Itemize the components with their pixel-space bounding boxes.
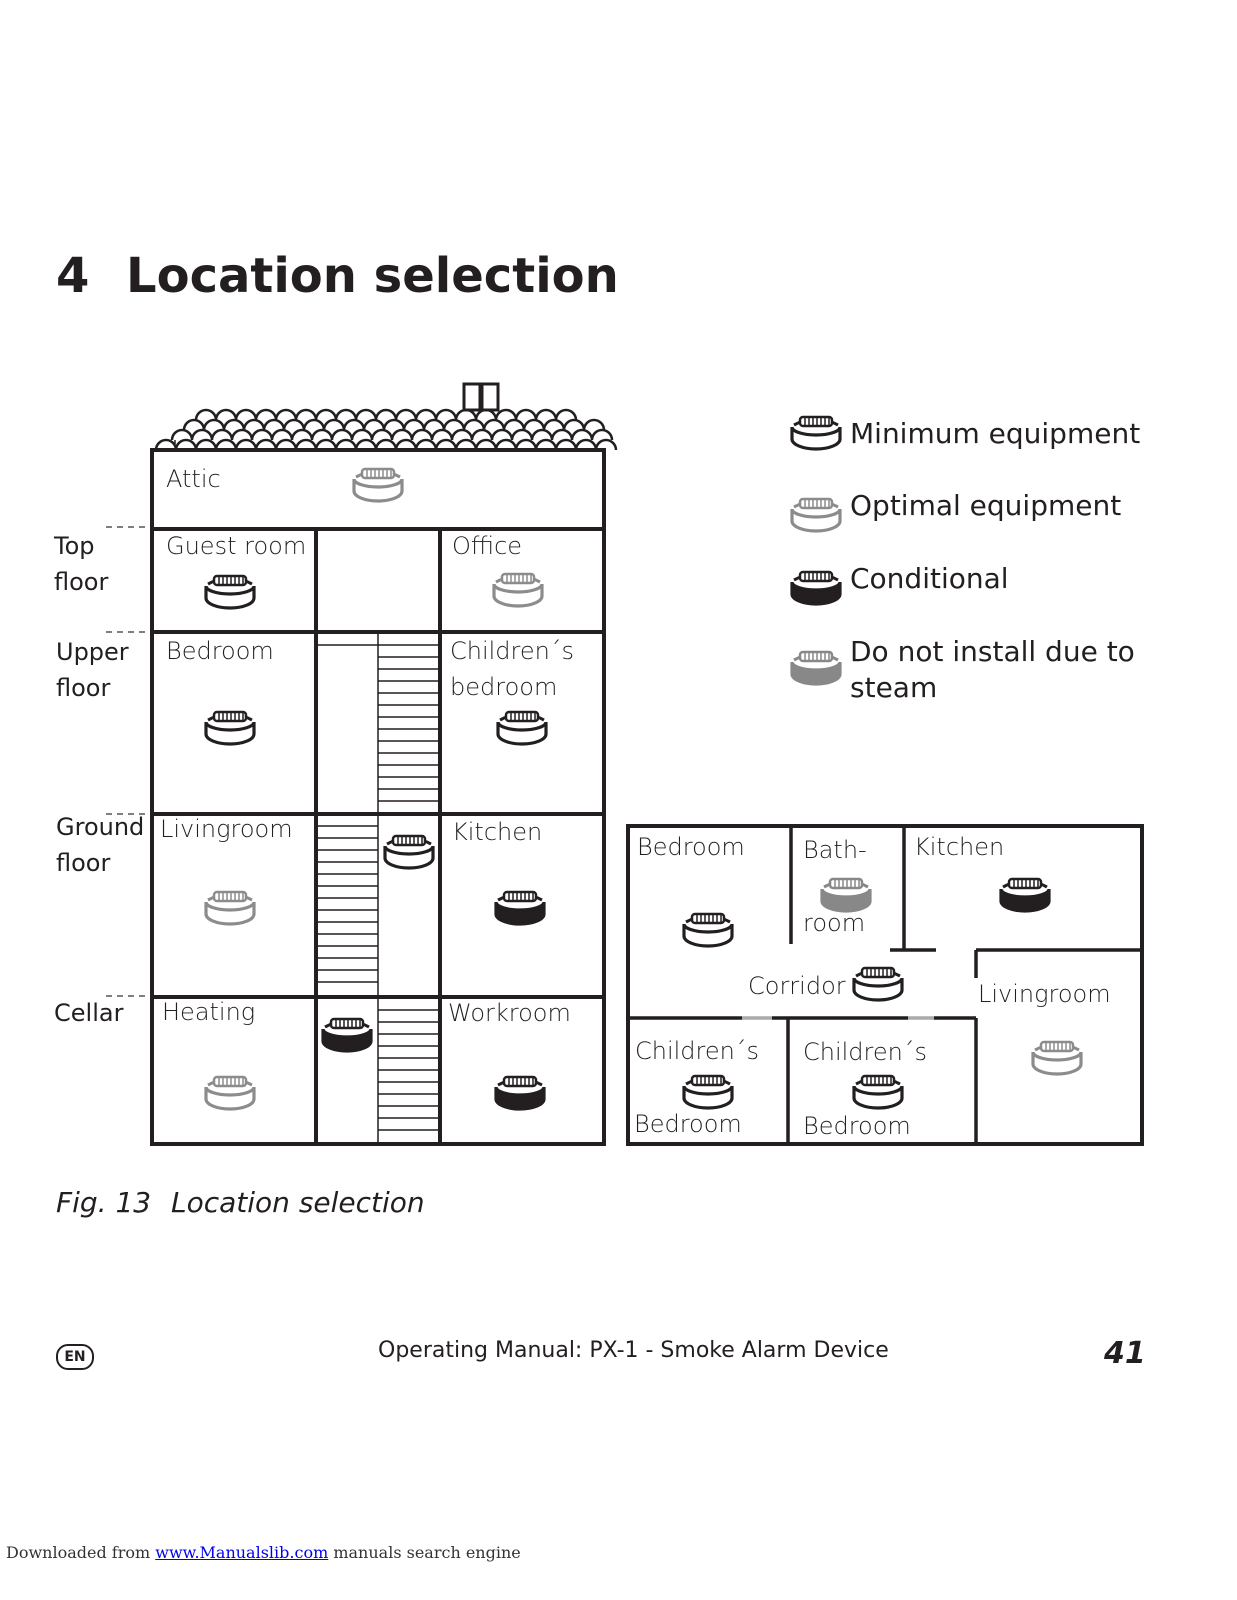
smoke-detector-icon bbox=[383, 834, 435, 870]
legend-optimal-icon bbox=[790, 497, 842, 533]
heading-number: 4 bbox=[56, 248, 90, 304]
legend-minimum-label: Minimum equipment bbox=[850, 417, 1141, 450]
room-livingroom: Livingroom bbox=[160, 815, 293, 843]
smoke-detector-icon bbox=[852, 1074, 904, 1110]
label-ground-floor: Ground floor bbox=[56, 813, 145, 877]
smoke-detector-icon bbox=[682, 912, 734, 948]
smoke-detector-icon bbox=[1031, 1040, 1083, 1076]
legend-steam-icon bbox=[790, 650, 842, 686]
room-guest-room: Guest room bbox=[166, 532, 307, 560]
download-prefix: Downloaded from bbox=[6, 1543, 156, 1562]
language-badge: EN bbox=[56, 1344, 94, 1370]
smoke-detector-icon bbox=[492, 572, 544, 608]
smoke-detector-icon bbox=[682, 1074, 734, 1110]
roof bbox=[154, 408, 618, 451]
fp-corridor: Corridor bbox=[748, 972, 846, 1000]
smoke-detector-icon bbox=[321, 1017, 373, 1053]
floorplan-walls bbox=[626, 824, 1144, 1146]
heading-title: Location selection bbox=[126, 248, 619, 304]
legend-steam-label: Do not install due to steam bbox=[850, 635, 1135, 704]
fp-childrens-b-line2: Bedroom bbox=[803, 1112, 911, 1140]
footer-title: Operating Manual: PX-1 - Smoke Alarm Dev… bbox=[378, 1338, 889, 1363]
label-cellar: Cellar bbox=[54, 999, 124, 1027]
label-top-floor: Top floor bbox=[54, 532, 109, 596]
fp-bedroom: Bedroom bbox=[637, 833, 745, 861]
smoke-detector-icon bbox=[204, 1075, 256, 1111]
room-childrens-bedroom-line2: bedroom bbox=[450, 673, 558, 701]
fp-bathroom-line1: Bath- bbox=[803, 836, 867, 864]
room-workroom: Workroom bbox=[448, 999, 571, 1027]
figure-caption-text: Location selection bbox=[171, 1186, 425, 1219]
smoke-detector-icon bbox=[494, 890, 546, 926]
page-number: 41 bbox=[1104, 1336, 1146, 1371]
fp-bathroom-line2: room bbox=[803, 909, 866, 937]
smoke-detector-icon bbox=[204, 890, 256, 926]
legend-conditional-icon bbox=[790, 570, 842, 606]
room-office: Office bbox=[452, 532, 523, 560]
page-heading: 4 Location selection bbox=[56, 248, 619, 304]
fp-livingroom: Livingroom bbox=[978, 980, 1111, 1008]
fp-kitchen: Kitchen bbox=[914, 833, 1005, 861]
floor-markers bbox=[106, 526, 146, 997]
roof-row-4 bbox=[154, 438, 618, 451]
roof-row-1 bbox=[194, 408, 578, 421]
roof-row-2 bbox=[182, 418, 606, 431]
smoke-detector-icon bbox=[852, 966, 904, 1002]
legend-minimum-icon bbox=[790, 415, 842, 451]
room-childrens-bedroom-line1: Children´s bbox=[450, 637, 574, 665]
manualslib-link[interactable]: www.Manualslib.com bbox=[155, 1543, 329, 1562]
room-kitchen: Kitchen bbox=[452, 818, 543, 846]
smoke-detector-icon bbox=[204, 710, 256, 746]
fp-childrens-a-line1: Children´s bbox=[635, 1037, 759, 1065]
room-attic: Attic bbox=[166, 465, 221, 493]
roof-row-3 bbox=[170, 428, 614, 441]
legend-conditional-label: Conditional bbox=[850, 562, 1009, 595]
figure-number: Fig. 13 bbox=[56, 1186, 152, 1219]
label-upper-floor: Upper floor bbox=[56, 638, 129, 702]
smoke-detector-icon bbox=[204, 574, 256, 610]
fp-childrens-b-line1: Children´s bbox=[803, 1038, 927, 1066]
smoke-detector-icon bbox=[999, 877, 1051, 913]
figure-caption: Fig. 13 Location selection bbox=[56, 1186, 425, 1219]
download-suffix: manuals search engine bbox=[328, 1543, 521, 1562]
chimney bbox=[462, 382, 500, 412]
floorplan-inner-walls bbox=[628, 826, 1142, 1144]
smoke-detector-icon bbox=[496, 710, 548, 746]
legend-optimal-label: Optimal equipment bbox=[850, 489, 1122, 522]
smoke-detector-icon bbox=[494, 1075, 546, 1111]
smoke-detector-icon bbox=[352, 467, 404, 503]
fp-childrens-a-line2: Bedroom bbox=[634, 1110, 742, 1138]
room-heating: Heating bbox=[162, 998, 256, 1026]
download-notice: Downloaded from www.Manualslib.com manua… bbox=[6, 1543, 521, 1562]
staircase bbox=[316, 632, 440, 1144]
room-bedroom: Bedroom bbox=[166, 637, 274, 665]
